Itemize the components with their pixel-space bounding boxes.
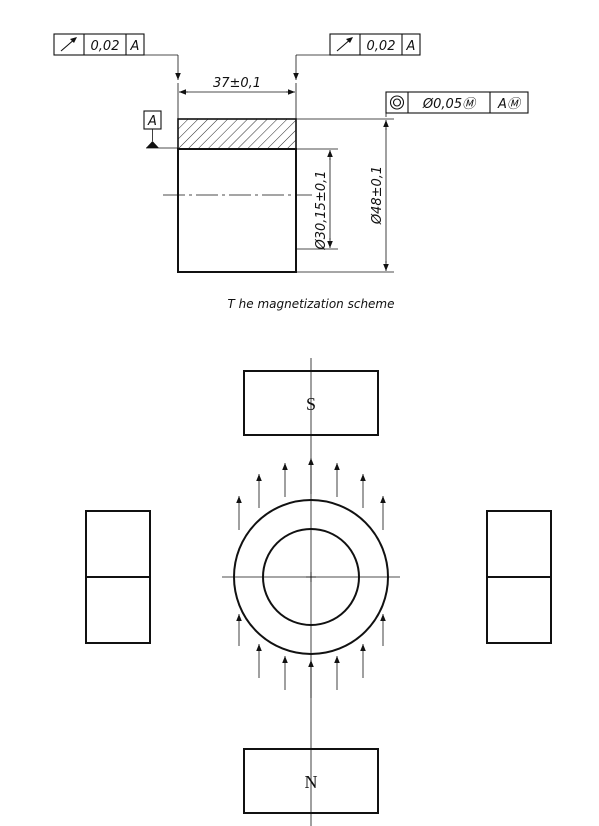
datum-feature: A [143, 110, 178, 149]
ring-center-cross [306, 572, 316, 582]
caption: T he magnetization scheme [228, 297, 395, 311]
magnet-left [85, 510, 151, 644]
runout-frame-right: 0,02 A [293, 33, 421, 80]
magnet-bottom [243, 748, 379, 814]
length-value: 37±0,1 [213, 76, 261, 91]
ring-outer [233, 499, 389, 655]
inner-diameter-value: Ø30,15±0,1 [314, 170, 329, 250]
concentricity-value: Ø0,05Ⓜ [422, 97, 477, 112]
datum-label: A [147, 114, 157, 129]
runout-arrow-icon [60, 37, 77, 52]
magnetization-scheme: S N [85, 358, 552, 826]
outer-diameter-dimension: Ø48±0,1 [296, 118, 394, 273]
ring-inner [262, 528, 360, 626]
runout-right-value: 0,02 [367, 39, 396, 54]
inner-diameter-dimension: Ø30,15±0,1 [296, 148, 338, 251]
magnet-top-pole: S [306, 394, 316, 414]
field-arrows [236, 458, 386, 698]
runout-left-datum: A [130, 39, 140, 54]
magnet-bottom-pole: N [305, 772, 318, 792]
concentricity-datum: AⓂ [497, 97, 522, 112]
datum-triangle-icon [146, 141, 159, 148]
outer-diameter-value: Ø48±0,1 [370, 166, 385, 225]
hatched-section [177, 118, 297, 150]
concentricity-icon [389, 95, 405, 110]
runout-arrow-icon [336, 37, 353, 52]
part-body [177, 148, 297, 273]
runout-frame-left: 0,02 A [53, 33, 181, 80]
magnet-right [486, 510, 552, 644]
runout-left-value: 0,02 [91, 39, 120, 54]
magnet-top [243, 370, 379, 436]
runout-right-datum: A [406, 39, 416, 54]
length-dimension: 37±0,1 [177, 76, 297, 119]
concentricity-frame: Ø0,05Ⓜ AⓂ [385, 91, 529, 117]
part-section-view [163, 118, 312, 273]
